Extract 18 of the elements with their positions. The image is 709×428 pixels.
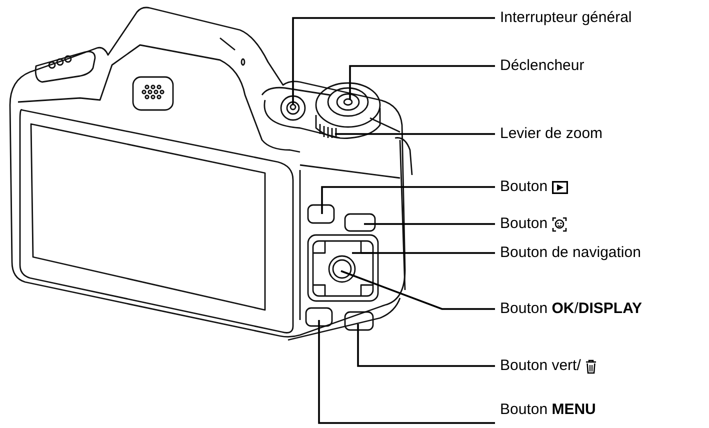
callout-label: Bouton [500, 214, 548, 234]
leader-line [292, 17, 495, 104]
leader-line [364, 223, 495, 225]
callout-label: Bouton MENU [500, 400, 596, 420]
callout-label: Bouton de navigation [500, 243, 641, 263]
leader-line [321, 186, 495, 214]
callout-label: Bouton [500, 177, 548, 197]
callout-label: Déclencheur [500, 56, 584, 76]
callout-label: Bouton OK/DISPLAY [500, 299, 642, 319]
leader-line [349, 65, 495, 100]
leader-line [352, 252, 495, 254]
leader-line [340, 270, 495, 310]
leader-line [357, 324, 495, 367]
leader-line [318, 320, 495, 424]
leader-line [335, 133, 495, 135]
callout-label: Interrupteur général [500, 8, 632, 28]
callout-label: Levier de zoom [500, 124, 603, 144]
callout-label: Bouton vert/ [500, 356, 581, 376]
